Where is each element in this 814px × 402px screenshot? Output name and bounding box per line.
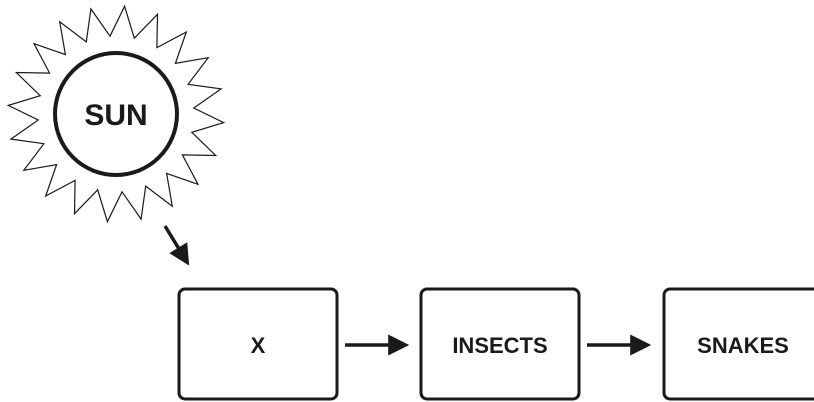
node-snakes-box — [662, 287, 814, 401]
node-snakes-label: SNAKES — [697, 333, 789, 358]
sun: SUN — [6, 4, 226, 224]
sun-disc — [53, 51, 179, 177]
node-insects-label: INSECTS — [452, 333, 547, 358]
arrow-sun-to-x — [163, 225, 190, 266]
node-x: X — [177, 287, 339, 401]
node-snakes: SNAKES — [662, 287, 814, 401]
sun-label: SUN — [84, 99, 147, 132]
node-x-box — [177, 287, 339, 401]
node-insects: INSECTS — [419, 287, 581, 401]
node-insects-box — [419, 287, 581, 401]
node-x-label: X — [251, 333, 266, 358]
